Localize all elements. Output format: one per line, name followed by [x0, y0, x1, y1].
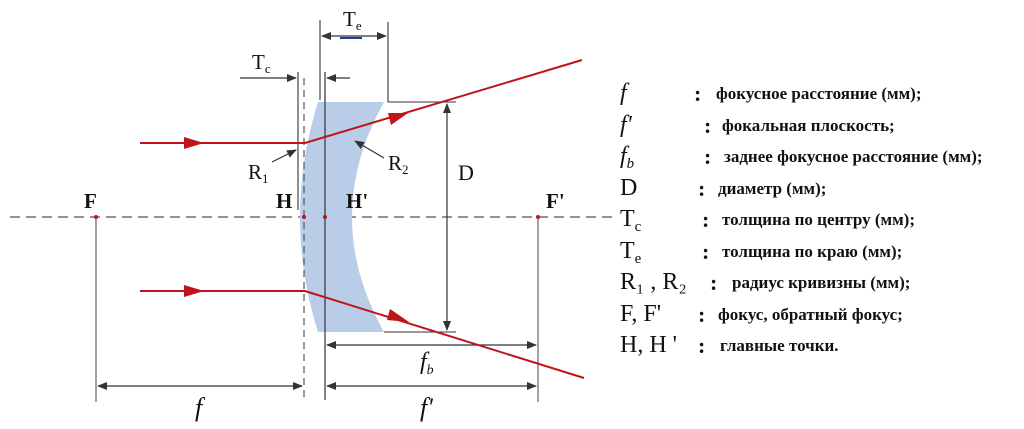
legend-row: F, F': фокус, обратный фокус;	[612, 299, 1022, 331]
point-f-prime	[536, 215, 540, 219]
label-r1: R1	[248, 160, 269, 186]
legend-symbol: D	[620, 174, 638, 201]
point-h-prime	[323, 215, 327, 219]
point-h	[302, 215, 306, 219]
legend-row: f': фокальная плоскость;	[612, 110, 1022, 142]
legend-description: толщина по центру (мм);	[722, 210, 915, 229]
lens-diagram: Te Tc R1 R2 D F H H' F' fb f f'	[10, 7, 612, 422]
legend-description: толщина по краю (мм);	[722, 241, 903, 261]
label-h-prime: H'	[346, 189, 368, 213]
legend-description: главные точки.	[720, 336, 839, 355]
ray-top-arrow-2	[388, 113, 408, 125]
legend-symbol: R₁ , R₂	[620, 269, 687, 295]
ray-top-arrow-1	[184, 137, 204, 149]
label-fb: fb	[420, 349, 434, 378]
legend-description: фокусное расстояние (мм);	[716, 84, 922, 103]
legend-description: заднее фокусное расстояние (мм);	[724, 147, 983, 166]
legend-colon: :	[698, 175, 706, 201]
legend-colon: :	[694, 81, 702, 106]
legend-symbol: f	[620, 80, 627, 106]
legend-row: f: фокусное расстояние (мм);	[612, 78, 1022, 110]
legend: f:фокусное расстояние (мм);f':фокальная …	[612, 78, 1022, 362]
ray-bottom-arrow-2	[387, 309, 409, 322]
legend-row: D: диаметр (мм);	[612, 173, 1022, 205]
legend-symbol: H, H '	[620, 332, 677, 358]
legend-colon: :	[698, 333, 706, 358]
legend-description: радиус кривизны (мм);	[732, 273, 911, 292]
label-r2: R2	[388, 151, 409, 177]
label-d: D	[458, 160, 474, 185]
legend-symbol: F, F'	[620, 300, 662, 327]
label-f-prime: f'	[420, 393, 433, 422]
legend-row: H, H ': главные точки.	[612, 330, 1022, 362]
legend-row: fb: заднее фокусное расстояние (мм);	[612, 141, 1022, 173]
legend-symbol: fb	[620, 143, 635, 172]
r2-pointer	[354, 140, 385, 159]
legend-description: фокальная плоскость;	[722, 115, 895, 135]
legend-symbol: Tc	[620, 206, 642, 235]
label-te: Te	[343, 7, 362, 33]
legend-row: R₁ , R₂: радиус кривизны (мм);	[612, 267, 1022, 299]
legend-colon: :	[698, 301, 706, 327]
legend-colon: :	[710, 270, 718, 295]
label-f-point: F	[84, 189, 97, 213]
ray-bottom-arrow-1	[184, 285, 204, 297]
point-f	[94, 215, 98, 219]
label-f: f	[195, 393, 206, 422]
lens	[300, 102, 384, 332]
r1-pointer	[271, 149, 297, 163]
legend-symbol: f'	[620, 111, 632, 138]
legend-colon: :	[702, 207, 710, 232]
legend-row: Tc: толщина по центру (мм);	[612, 204, 1022, 236]
legend-description: фокус, обратный фокус;	[718, 304, 903, 324]
legend-colon: :	[704, 144, 712, 169]
label-h: H	[276, 189, 292, 213]
label-tc: Tc	[252, 50, 271, 76]
legend-description: диаметр (мм);	[718, 178, 827, 198]
label-f-prime-point: F'	[546, 189, 565, 213]
legend-row: Te: толщина по краю (мм);	[612, 236, 1022, 268]
legend-symbol: Te	[620, 237, 642, 267]
legend-colon: :	[702, 238, 710, 264]
legend-colon: :	[704, 112, 712, 138]
